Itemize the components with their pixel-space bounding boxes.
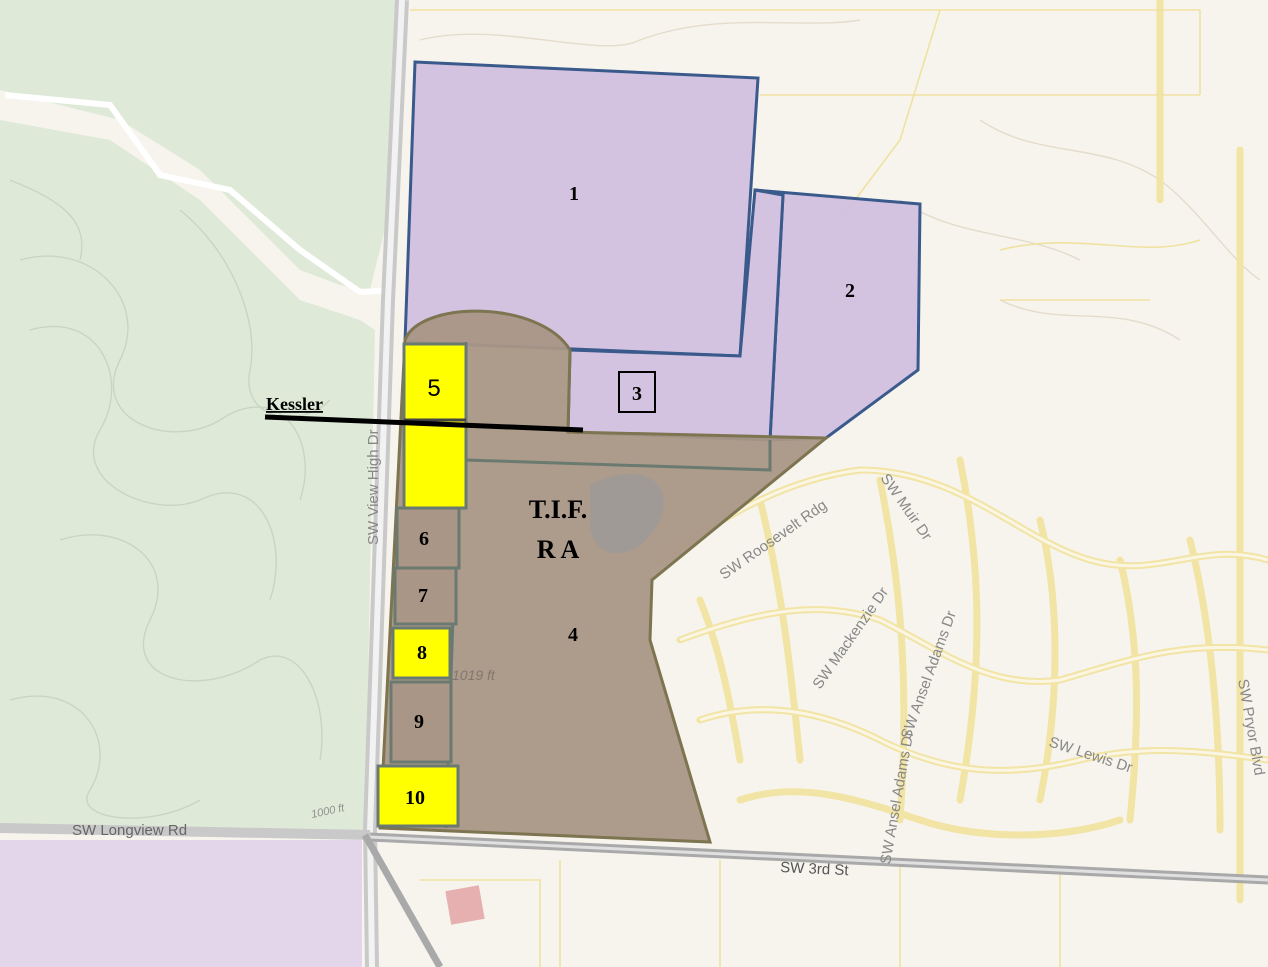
kessler-line xyxy=(264,414,584,433)
road-diagonal xyxy=(361,833,444,967)
zone-southwest xyxy=(0,840,362,967)
road-view-high-center xyxy=(366,0,405,967)
parcel-2-label: 2 xyxy=(845,280,855,302)
parcel-4-label: 4 xyxy=(568,624,578,646)
parcel-10[interactable] xyxy=(376,764,460,828)
parcel-7-label: 7 xyxy=(418,585,428,607)
parcel-10-label: 10 xyxy=(405,787,425,809)
parcel-4[interactable] xyxy=(378,309,831,844)
pond xyxy=(590,473,664,554)
street-label-longview: SW Longview Rd xyxy=(72,822,187,839)
street-label-3rd: SW 3rd St xyxy=(780,859,850,879)
tif-area-label-line2: R A xyxy=(537,535,580,564)
parcel-5-label: 5 xyxy=(427,375,440,402)
kessler-label: Kessler xyxy=(266,394,323,414)
parcel-6-label: 6 xyxy=(419,528,429,550)
parcel-8-label: 8 xyxy=(417,642,427,664)
park-area xyxy=(0,0,395,830)
street-grid-inner xyxy=(659,468,1268,772)
parcel-3-label: 3 xyxy=(632,383,642,405)
tif-area-label-line1: T.I.F. xyxy=(529,495,588,524)
street-label-view-high: SW View High Dr xyxy=(365,429,382,545)
parcel-7[interactable] xyxy=(393,566,458,626)
parcel-1-label: 1 xyxy=(569,183,579,205)
parcel-8[interactable] xyxy=(391,626,452,680)
parcel-3-label-box xyxy=(618,371,656,413)
parcel-9-label: 9 xyxy=(414,711,424,733)
road-longview xyxy=(0,823,371,840)
park-trail xyxy=(4,92,396,296)
building xyxy=(445,885,485,925)
property-lines xyxy=(410,9,1201,967)
elevation-label-1019: 1019 ft xyxy=(452,667,496,683)
road-3rd-center xyxy=(369,835,1268,882)
parcel-9[interactable] xyxy=(389,680,453,764)
contour-lines xyxy=(9,179,331,819)
